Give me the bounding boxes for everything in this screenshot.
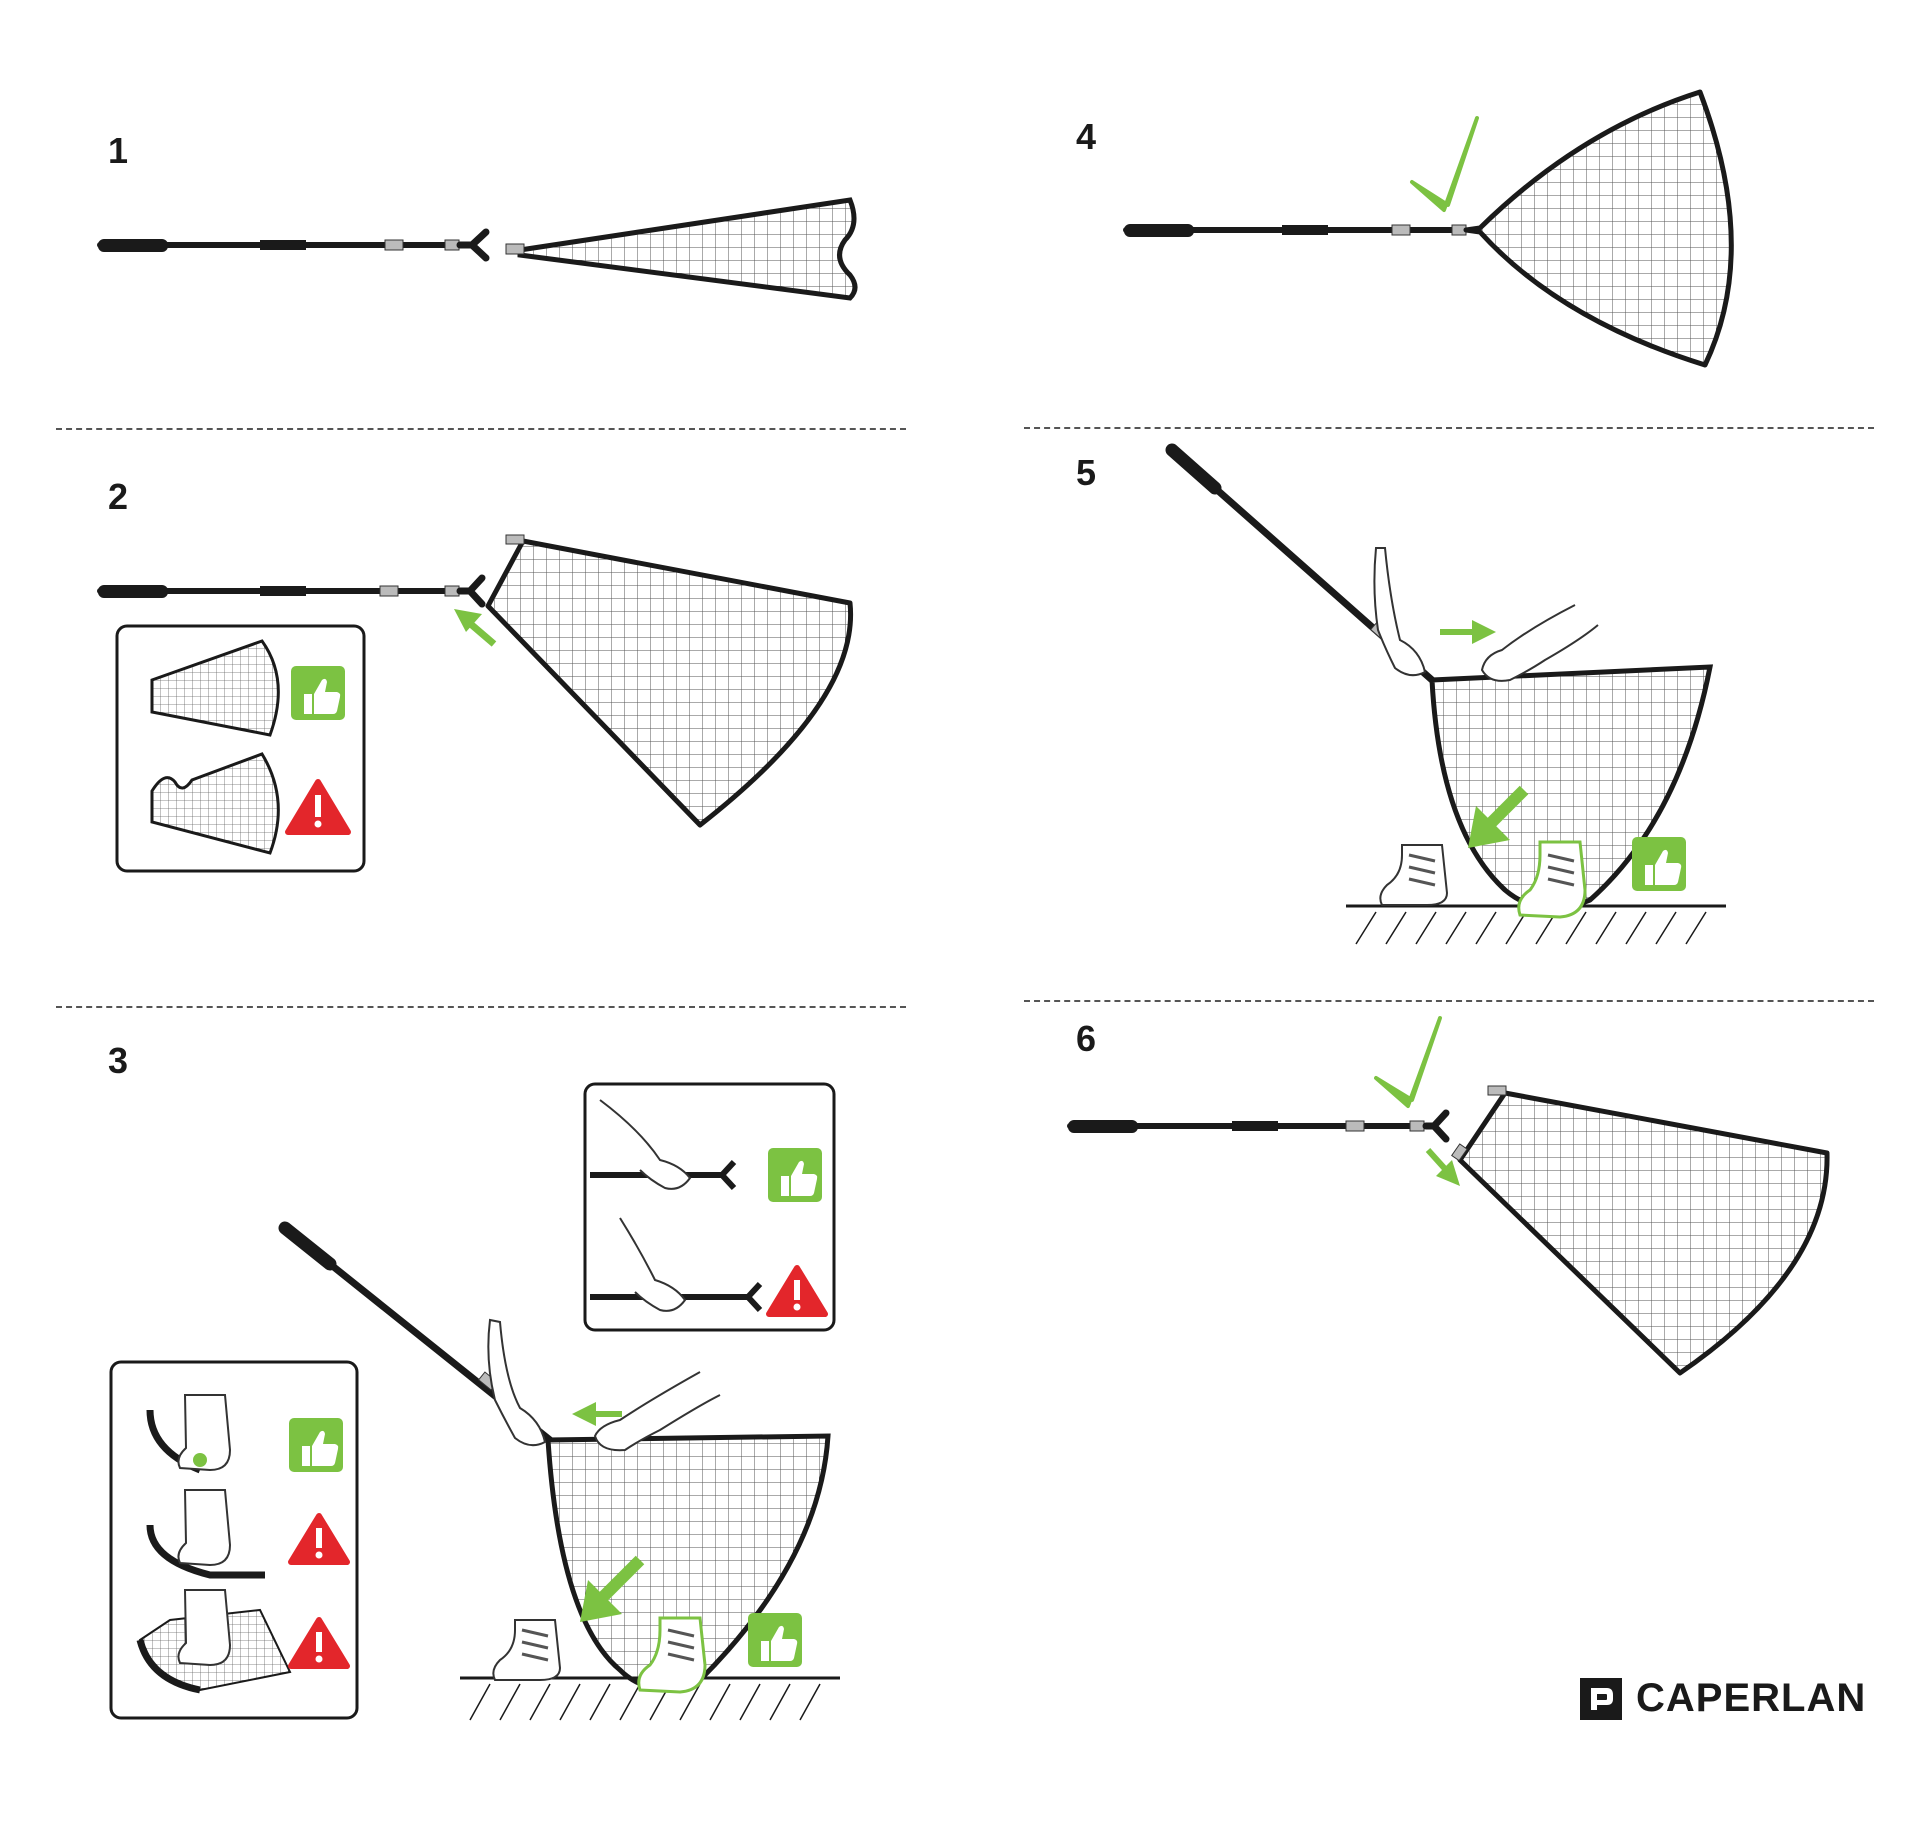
separator-right-1 — [1024, 427, 1874, 429]
separator-left-2 — [56, 1006, 906, 1008]
step3-inset-grip-thumbs-up-icon — [768, 1148, 822, 1202]
step-number-3: 3 — [108, 1040, 129, 1081]
step5-hands — [1373, 547, 1599, 682]
step3-inset-boots-warning-triangle-icon-1 — [288, 1513, 350, 1565]
step3-thumbs-up-icon — [748, 1613, 802, 1667]
step5-boot-right — [1517, 840, 1587, 919]
brand-logo: CAPERLAN — [1580, 1676, 1866, 1721]
step4-handle — [1123, 224, 1468, 237]
step2-handle — [97, 574, 486, 608]
step4-net — [1463, 89, 1734, 368]
step2-inset — [115, 624, 366, 873]
caperlan-logo-icon — [1580, 1677, 1622, 1720]
step5-arrow-right-icon — [1440, 620, 1496, 644]
step6-handle — [1067, 1109, 1450, 1143]
step3-inset-grip — [583, 1082, 836, 1332]
step5-boot-left — [1379, 844, 1449, 906]
step3-boot-left — [492, 1619, 562, 1681]
step3-hands — [487, 1318, 721, 1452]
step5-thumbs-up-icon — [1632, 837, 1686, 891]
step-number-5: 5 — [1076, 452, 1097, 493]
step3-arrow-down-icon — [580, 1555, 645, 1622]
separator-left-1 — [56, 428, 906, 430]
separator-right-2 — [1024, 1000, 1874, 1002]
step3-inset-grip-warning-triangle-icon — [766, 1265, 828, 1317]
step3-inset-boots-warning-triangle-icon-2 — [288, 1617, 350, 1669]
step2-warning-triangle-icon — [285, 779, 351, 835]
step1-folded-net — [505, 197, 858, 301]
step6-arrow-icon — [1425, 1147, 1460, 1186]
step-number-6: 6 — [1076, 1018, 1097, 1059]
brand-name: CAPERLAN — [1636, 1676, 1867, 1720]
step6-net — [1451, 1085, 1830, 1376]
step-number-4: 4 — [1076, 116, 1097, 157]
step-number-2: 2 — [108, 476, 129, 517]
step3-inset-boots-thumbs-up-icon — [289, 1418, 343, 1472]
step4-check-mark-icon — [1410, 116, 1479, 212]
step-number-1: 1 — [108, 130, 129, 171]
step6-check-mark-icon — [1374, 1016, 1442, 1108]
step3-boot-right — [637, 1616, 707, 1694]
step5-arrow-down-icon — [1468, 785, 1529, 848]
step3-arrow-left-icon — [572, 1402, 622, 1426]
step2-net — [485, 534, 854, 828]
step2-thumbs-up-icon — [291, 666, 345, 720]
step1-handle — [97, 228, 490, 262]
step2-arrow-icon — [454, 609, 497, 647]
